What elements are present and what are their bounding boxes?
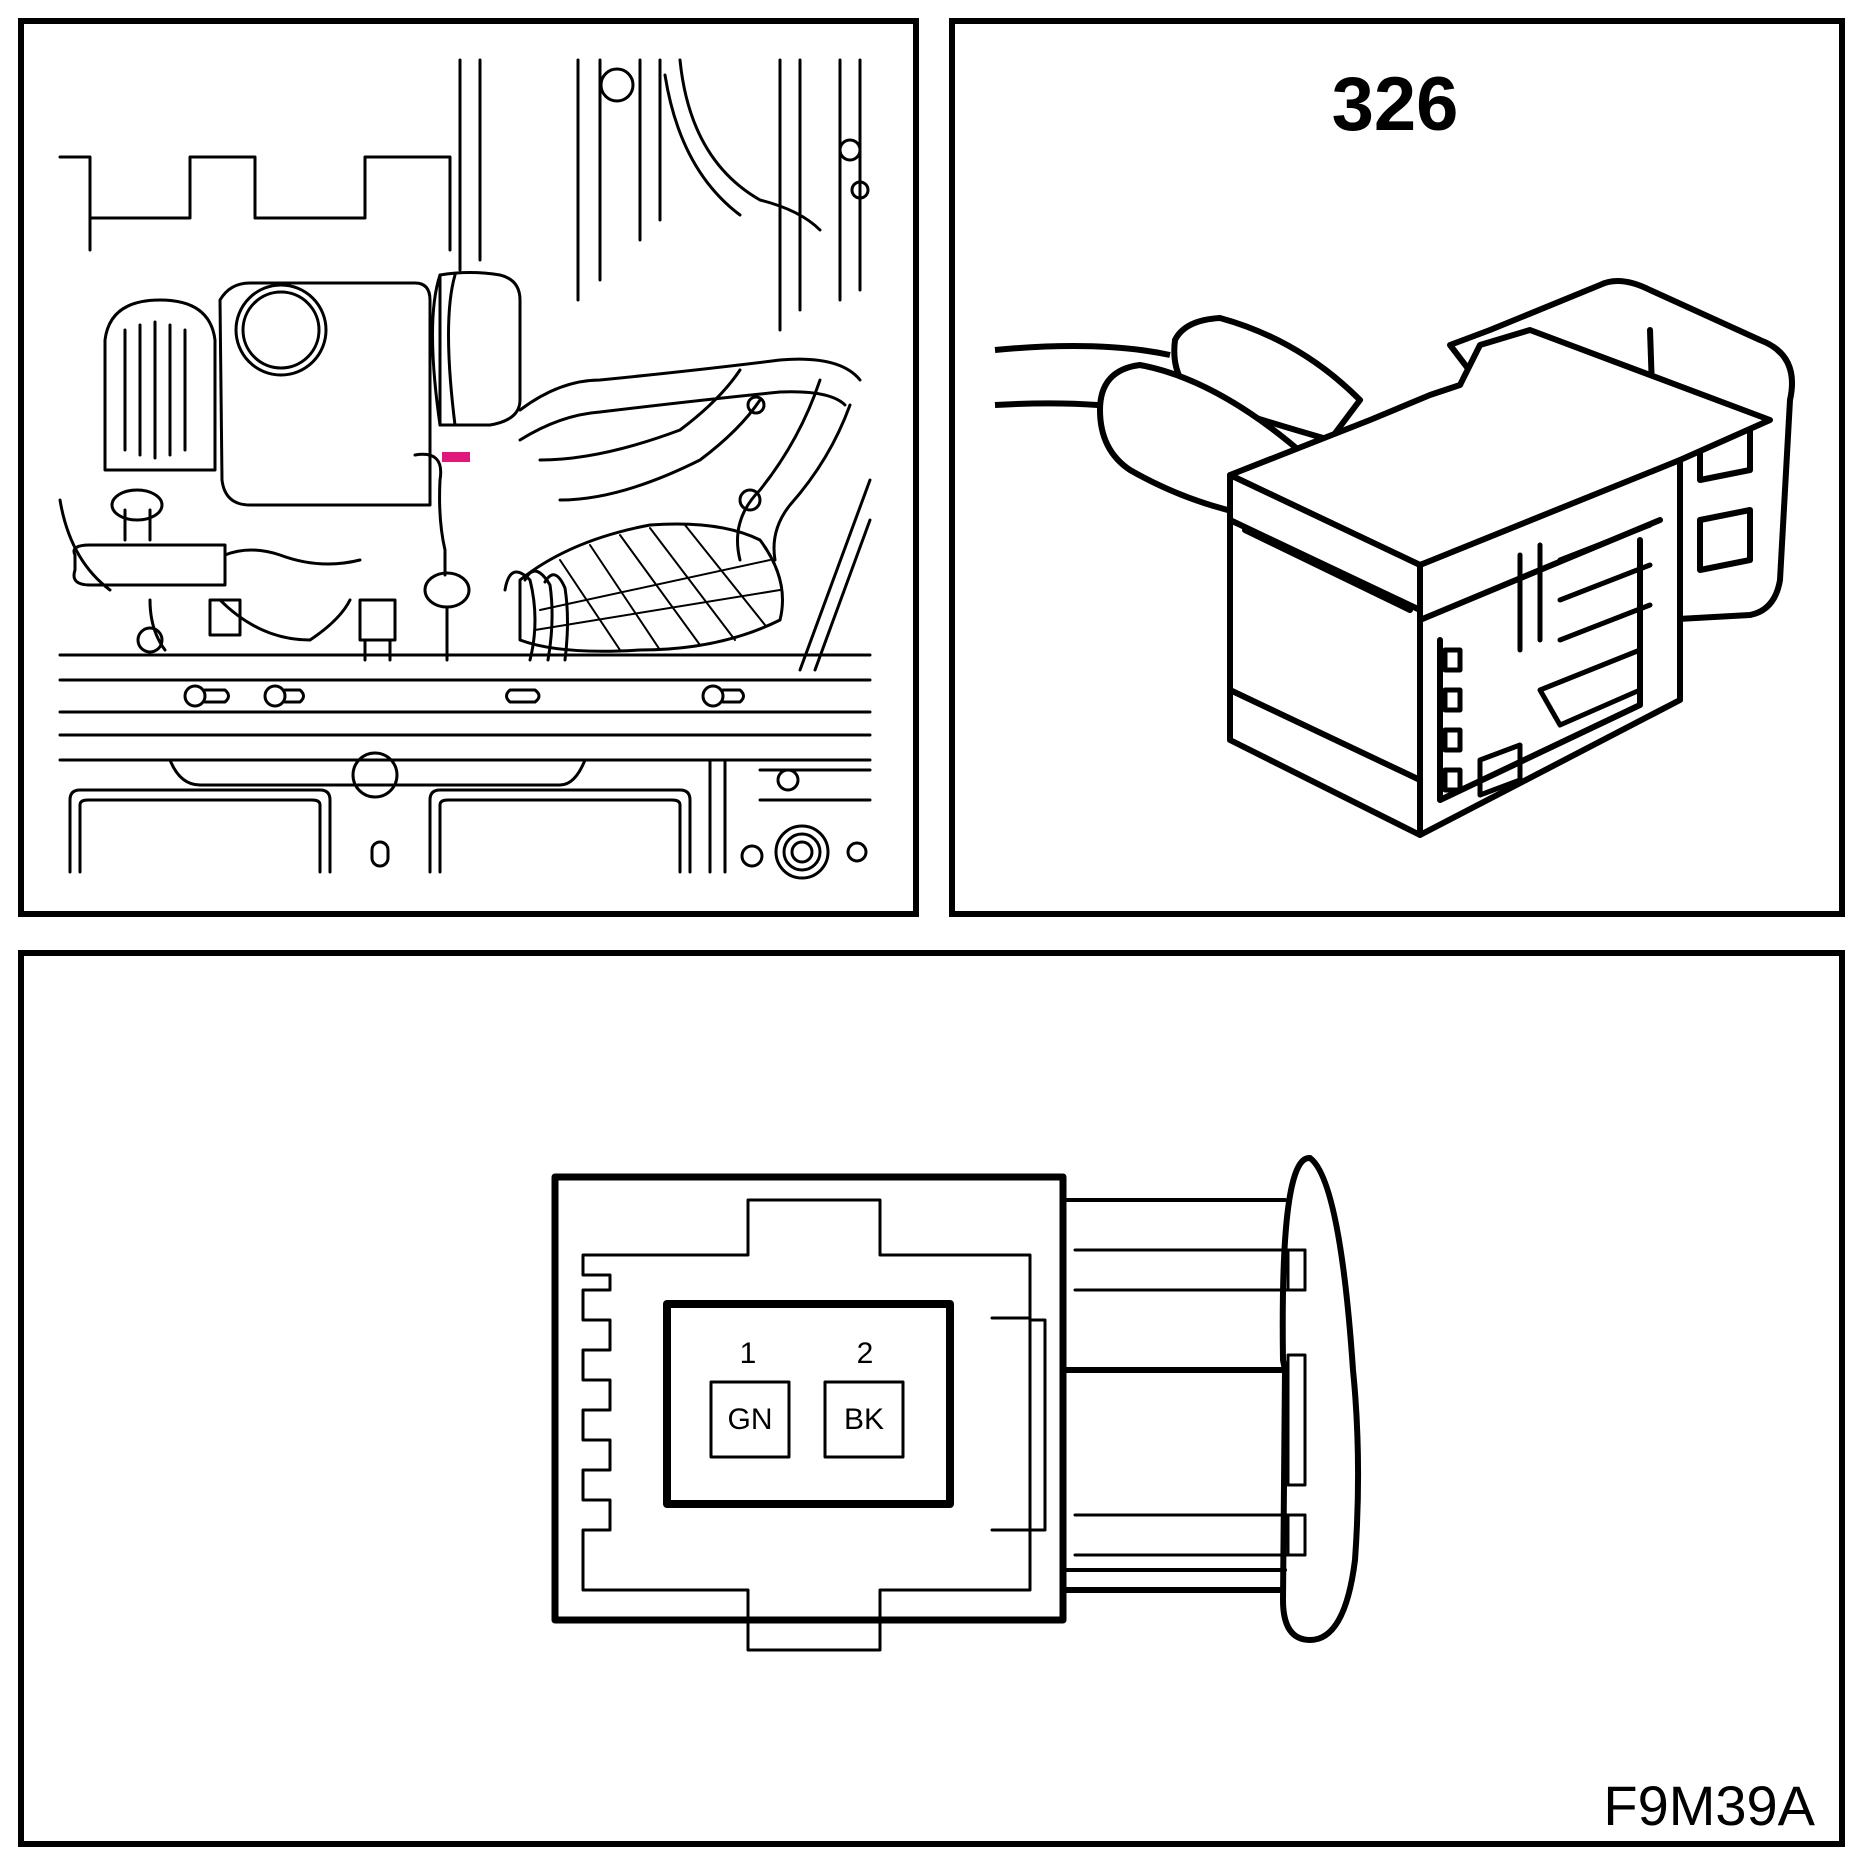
pin-2-number: 2: [857, 1337, 874, 1370]
pin-1: 1 GN: [709, 1337, 791, 1459]
pin-2-wire-color: BK: [844, 1403, 884, 1436]
pin-2: 2 BK: [823, 1337, 905, 1459]
pin-1-terminal: [709, 1380, 791, 1459]
pinout-panel: 1 GN 2 BK F9M39A: [18, 950, 1845, 1847]
connector-location-marker: [442, 452, 470, 462]
figure-code: F9M39A: [1603, 1774, 1815, 1837]
connector-face-drawing: [551, 1155, 1362, 1652]
location-panel-frame: [18, 18, 919, 917]
engine-bay-illustration: [58, 58, 872, 880]
connector-number: 326: [1332, 62, 1459, 147]
location-view-panel: [18, 18, 919, 917]
pinout-panel-frame: [18, 950, 1845, 1847]
pin-1-wire-color: GN: [728, 1403, 773, 1436]
pin-2-terminal: [823, 1380, 905, 1459]
terminal-cavity: [663, 1300, 954, 1508]
connector-3d-panel: 326: [949, 18, 1845, 917]
frame-slots: [183, 684, 745, 708]
connector-3d-drawing: [994, 278, 1795, 838]
pin-1-number: 1: [740, 1337, 757, 1370]
